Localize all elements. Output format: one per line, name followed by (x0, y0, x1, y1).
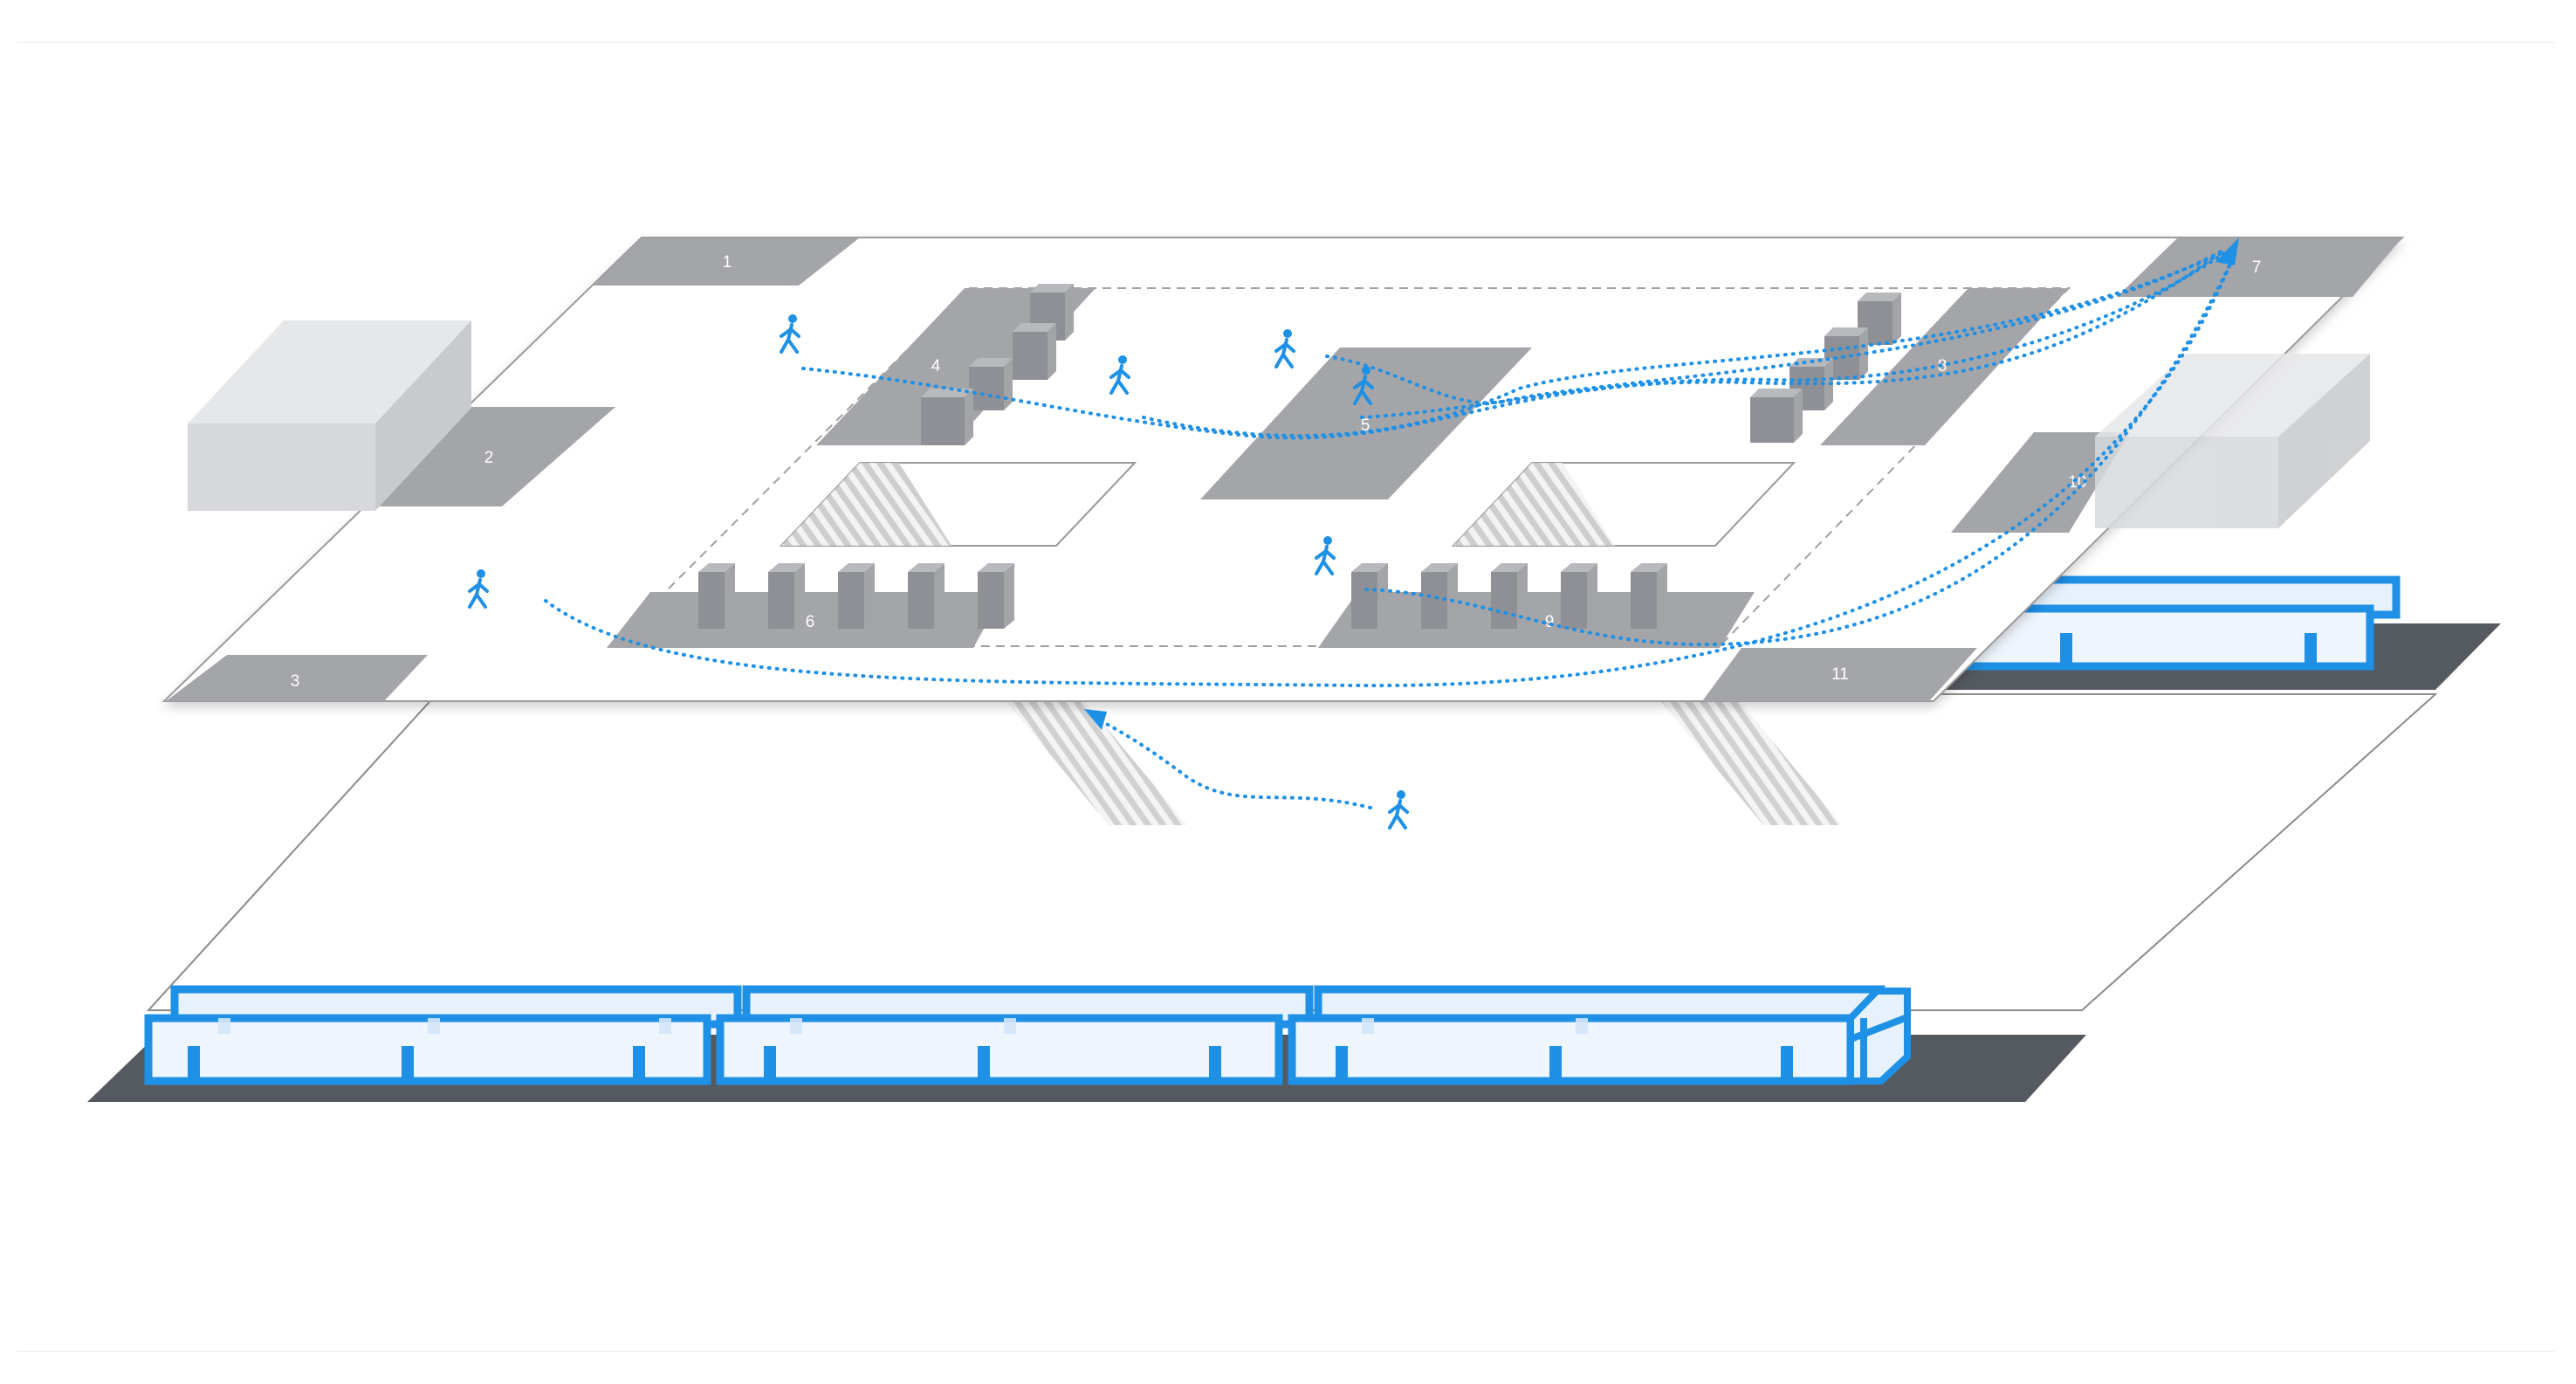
zone-label-9: 9 (1545, 613, 1555, 631)
walking-person-icon (780, 314, 800, 354)
zone-label-4: 4 (931, 357, 941, 375)
zone-7-area (2117, 238, 2402, 297)
fare-gates-row (1351, 563, 1667, 629)
upper-concourse-level: 1 2 3 4 5 6 7 8 9 10 11 (161, 237, 2405, 702)
zone-label-11: 11 (1831, 665, 1849, 684)
zone-label-2: 2 (484, 449, 494, 467)
zone-label-5: 5 (1361, 417, 1370, 435)
arrow-head (1084, 709, 1107, 730)
fare-gates-row (698, 563, 1014, 629)
building-block-icon (188, 320, 471, 511)
building-block-icon (2095, 354, 2370, 528)
train-icon (1951, 575, 2401, 671)
pedestrian-flow-paths (544, 238, 2239, 809)
arrow-head (2215, 238, 2239, 265)
zone-3-area (166, 655, 428, 701)
walking-person-icon (1315, 536, 1336, 575)
walking-person-icon (1353, 366, 1374, 405)
walking-person-icon (1274, 329, 1295, 368)
building-block-icon (921, 284, 1074, 445)
lower-platform-level (87, 575, 2501, 1102)
zone-10-area (1951, 432, 2130, 533)
paid-area-outline (608, 287, 2071, 647)
lower-floor-plane (146, 693, 2438, 1011)
zone-label-3: 3 (291, 672, 300, 691)
zone-label-10: 10 (2068, 473, 2086, 492)
train-icon (144, 985, 1911, 1085)
zone-label-7: 7 (2252, 258, 2262, 277)
zone-5-area (1200, 348, 1532, 499)
zone-label-6: 6 (806, 613, 815, 631)
image-frame (17, 42, 2554, 1352)
stairs-icon (781, 463, 951, 546)
stairs-icon (1453, 463, 1615, 546)
stairs-icon (1659, 699, 1842, 825)
walking-person-icon (468, 569, 489, 609)
zone-label-1: 1 (723, 253, 732, 272)
zone-11-area (1702, 648, 1977, 701)
stairs-icon (1004, 699, 1187, 825)
walking-person-icon (1388, 790, 1409, 830)
walking-person-icon (1109, 355, 1130, 395)
zone-1-area (594, 238, 860, 286)
